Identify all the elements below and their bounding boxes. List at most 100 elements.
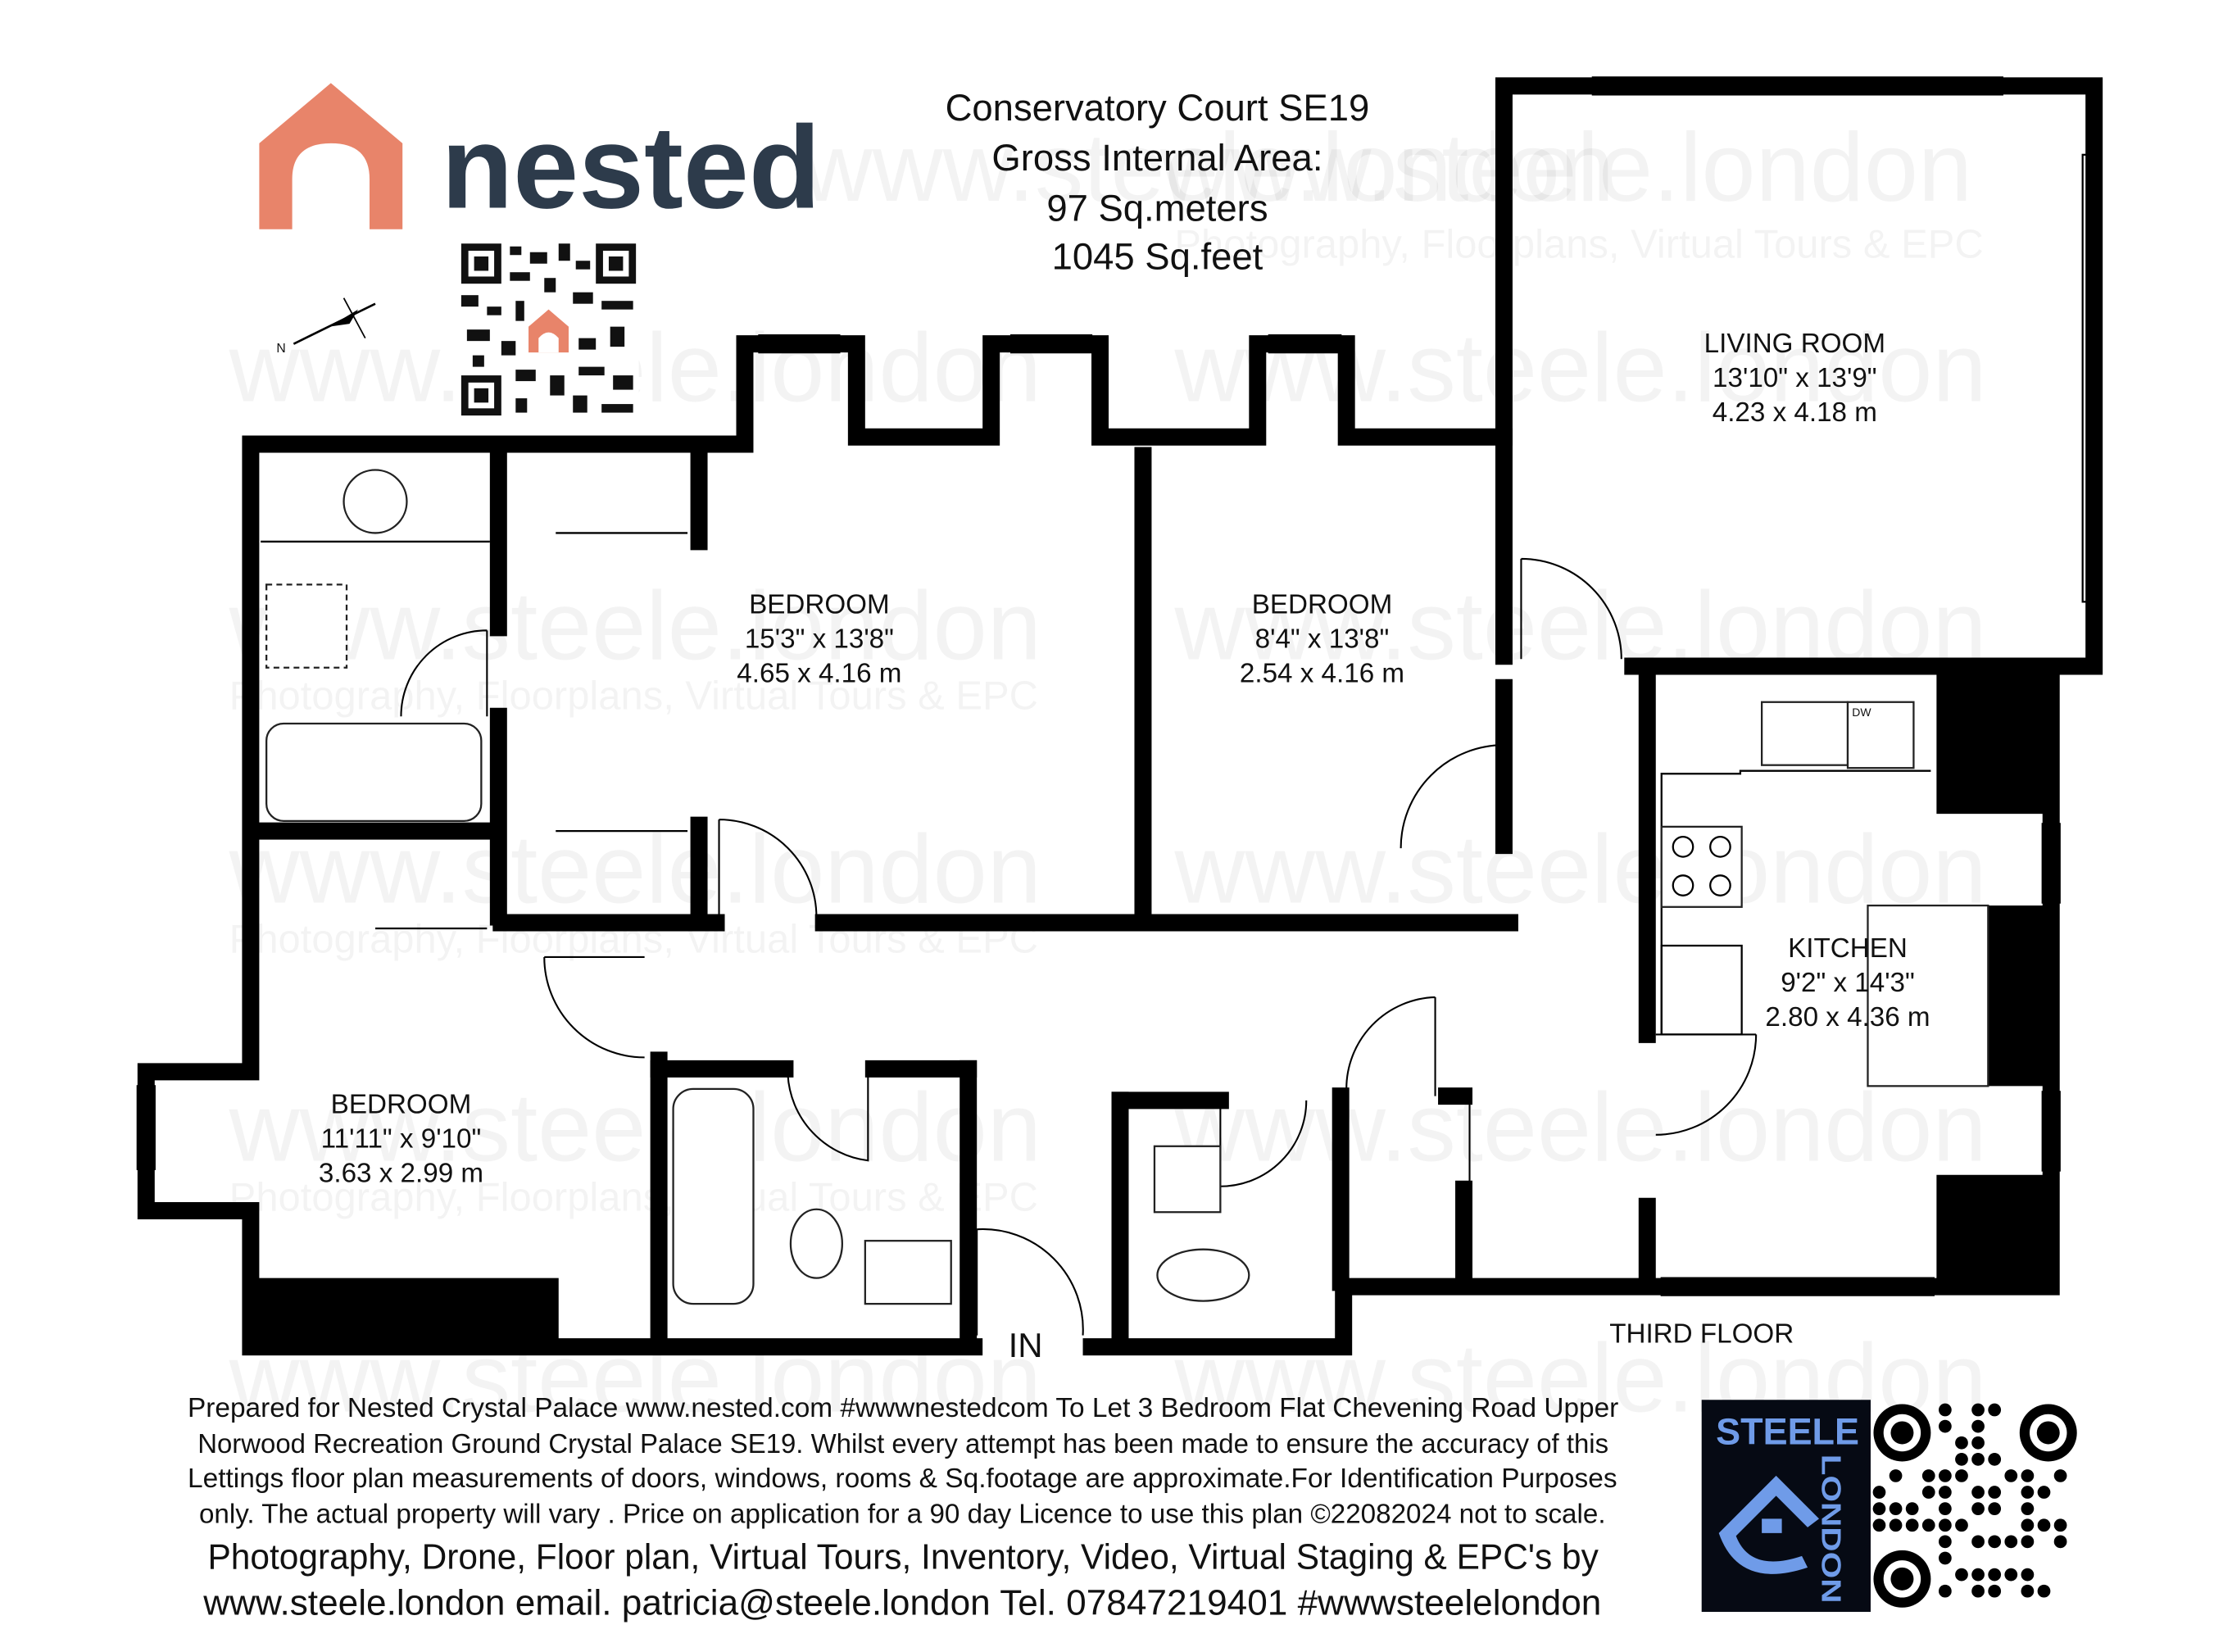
dishwasher-icon <box>1846 701 1915 769</box>
qr-dot <box>2021 1535 2035 1549</box>
footer-disclaimer: Prepared for Nested Crystal Palace www.n… <box>188 1393 1618 1529</box>
room-kitchen: KITCHEN 9'2" x 14'3" 2.80 x 4.36 m <box>1765 933 1930 1032</box>
toilet-icon <box>789 1208 843 1279</box>
qr-dot <box>2004 1535 2018 1549</box>
qr-dot <box>1971 1568 1985 1582</box>
qr-dot <box>1988 1486 2002 1499</box>
qr-dot <box>1939 1469 1952 1482</box>
qr-dot <box>1971 1436 1985 1450</box>
walls <box>137 77 2103 1356</box>
room-name: LIVING ROOM <box>1704 329 1885 359</box>
steele-qr-code <box>1872 1403 2077 1608</box>
watermark-tagline: Photography, Floorplans, Virtual Tours &… <box>1174 223 1983 267</box>
qr-dot <box>2053 1518 2067 1532</box>
qr-dot <box>1921 1518 1935 1532</box>
room-imperial: 13'10" x 13'9" <box>1713 363 1877 393</box>
room-bedroom-1: BEDROOM 15'3" x 13'8" 4.65 x 4.16 m <box>737 589 901 688</box>
toilet-icon <box>1156 1248 1250 1302</box>
qr-dot <box>1955 1568 1968 1582</box>
room-metric: 3.63 x 2.99 m <box>319 1158 483 1188</box>
north-compass: N <box>276 297 376 356</box>
qr-dot <box>1872 1486 1886 1499</box>
room-metric: 2.80 x 4.36 m <box>1765 1002 1930 1032</box>
watermark-layer: www.steele.london www.steele.london Phot… <box>229 113 1987 1432</box>
qr-dot <box>1889 1502 1903 1516</box>
floor-label: THIRD FLOOR <box>1609 1318 1794 1349</box>
nested-qr-code <box>458 240 639 419</box>
qr-dot <box>1889 1518 1903 1532</box>
qr-dot <box>2021 1584 2035 1598</box>
qr-dot <box>2021 1486 2035 1499</box>
room-bedroom-3: BEDROOM 11'11" x 9'10" 3.63 x 2.99 m <box>319 1090 483 1189</box>
footer-credits: Photography, Drone, Floor plan, Virtual … <box>202 1537 1601 1623</box>
qr-dot <box>1955 1436 1968 1450</box>
nested-logo: nested <box>259 83 821 234</box>
qr-dot <box>1971 1452 1985 1466</box>
room-metric: 4.23 x 4.18 m <box>1713 397 1877 428</box>
qr-dot <box>1971 1419 1985 1433</box>
steele-house-icon <box>1718 1475 1820 1574</box>
qr-dot <box>2037 1518 2051 1532</box>
hob-icon <box>1660 825 1743 908</box>
basin-icon <box>1153 1145 1222 1214</box>
qr-dot <box>2053 1469 2067 1482</box>
bath-icon <box>672 1087 755 1305</box>
room-metric: 2.54 x 4.16 m <box>1240 658 1404 688</box>
disclaimer-line: Prepared for Nested Crystal Palace www.n… <box>188 1393 1618 1423</box>
qr-dot <box>1921 1469 1935 1482</box>
qr-dot <box>1988 1403 2002 1417</box>
room-imperial: 8'4" x 13'8" <box>1255 624 1390 654</box>
watermark-url: www.steele.london <box>1173 1073 1986 1182</box>
qr-dot <box>2004 1568 2018 1582</box>
qr-dot <box>1955 1452 1968 1466</box>
qr-dot <box>2037 1486 2051 1499</box>
credit-line: www.steele.london email. patricia@steele… <box>202 1583 1601 1623</box>
qr-dot <box>1988 1452 2002 1466</box>
watermark-tagline: Photography, Floorplans, Virtual Tours &… <box>229 674 1038 718</box>
area-label: Gross Internal Area: <box>991 137 1322 179</box>
room-living: LIVING ROOM 13'10" x 13'9" 4.23 x 4.18 m <box>1704 329 1885 428</box>
qr-dot <box>2021 1502 2035 1516</box>
watermark-tagline: Photography, Floorplans, Virtual Tours &… <box>229 1175 1038 1219</box>
room-name: BEDROOM <box>749 589 890 620</box>
sink-icon <box>1760 701 1849 766</box>
dishwasher-label: DW <box>1852 706 1871 719</box>
watermark-url: www.steele.london <box>1159 113 1972 222</box>
steele-logo-text: STEELE <box>1716 1410 1859 1452</box>
room-imperial: 15'3" x 13'8" <box>745 624 894 654</box>
qr-dot <box>1889 1469 1903 1482</box>
qr-dot <box>1939 1535 1952 1549</box>
qr-dot <box>2004 1469 2018 1482</box>
room-name: BEDROOM <box>1252 589 1393 620</box>
qr-dot <box>1939 1502 1952 1516</box>
room-name: KITCHEN <box>1788 933 1908 964</box>
shower-icon <box>265 583 348 669</box>
qr-dot <box>1939 1551 1952 1565</box>
bath-icon <box>265 722 483 823</box>
disclaimer-line: Norwood Recreation Ground Crystal Palace… <box>197 1429 1608 1459</box>
qr-dot <box>1939 1419 1952 1433</box>
qr-dot <box>1988 1535 2002 1549</box>
room-imperial: 9'2" x 14'3" <box>1781 968 1915 998</box>
disclaimer-line: only. The actual property will vary . Pr… <box>199 1500 1606 1530</box>
qr-dot <box>2053 1535 2067 1549</box>
qr-dot <box>1872 1518 1886 1532</box>
watermark-url: www.steele.london <box>1173 815 1986 924</box>
london-logo-text: LONDON <box>1816 1455 1846 1604</box>
windows <box>136 76 2101 1296</box>
watermark-url: www.steele.london <box>229 571 1041 680</box>
qr-dot <box>1939 1518 1952 1532</box>
kitchen-island <box>1867 904 1989 1087</box>
qr-dot <box>1988 1502 2002 1516</box>
entrance-label: IN <box>1009 1326 1043 1364</box>
area-sqm: 97 Sq.meters <box>1046 187 1268 229</box>
watermark-url: www.steele.london <box>229 1073 1041 1182</box>
disclaimer-line: Lettings floor plan measurements of door… <box>188 1464 1617 1494</box>
qr-dot <box>1971 1502 1985 1516</box>
property-title: Conservatory Court SE19 Gross Internal A… <box>946 87 1370 278</box>
watermark-url: www.steele.london <box>801 113 1614 222</box>
watermark-url: www.steele.london <box>1173 314 1986 423</box>
property-name: Conservatory Court SE19 <box>946 87 1370 129</box>
fixtures: DW <box>261 469 1989 1305</box>
